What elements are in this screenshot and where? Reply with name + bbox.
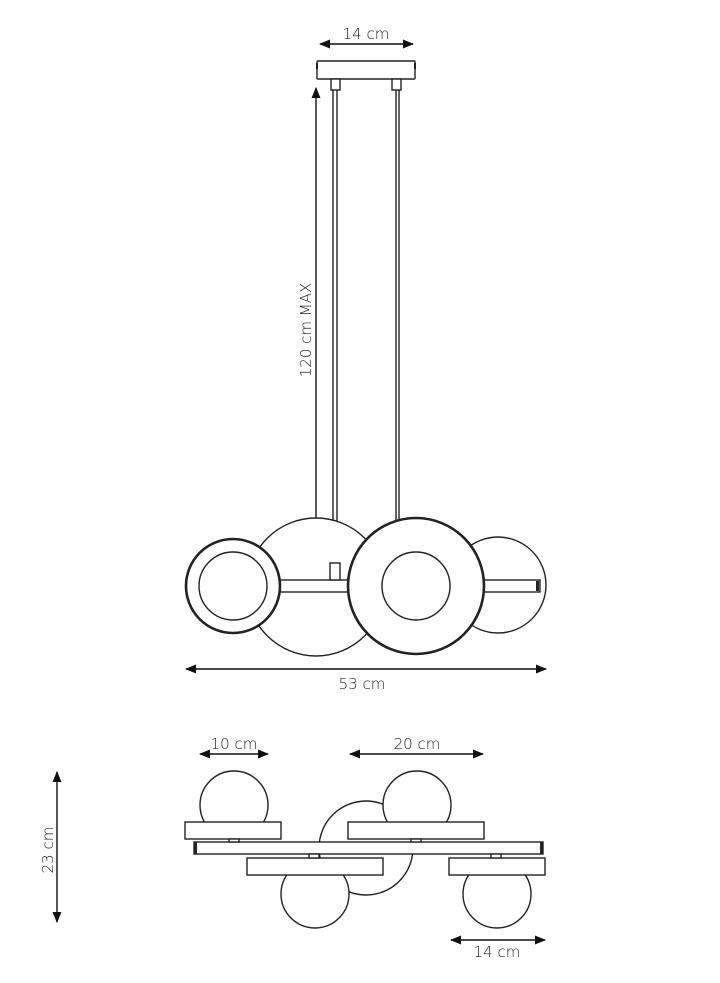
shade-diameter-dimension: 10 cm [198, 735, 270, 759]
shade-right [346, 516, 486, 656]
plate-lower-left [246, 857, 384, 876]
ceiling-canopy [316, 60, 416, 91]
height-label: 23 cm [39, 827, 57, 874]
arm-width-dimension: 14 cm [449, 935, 547, 961]
canopy-width-dimension: 14 cm [318, 25, 415, 49]
side-main-arm [193, 841, 544, 855]
height-dimension: 23 cm [39, 770, 62, 924]
total-width-dimension: 53 cm [184, 664, 548, 693]
canopy-width-label: 14 cm [343, 25, 390, 43]
plate-lower-right [448, 857, 546, 876]
cable-connector [329, 562, 341, 581]
shade-left [184, 537, 282, 635]
total-width-label: 53 cm [339, 675, 386, 693]
suspension-cables [332, 90, 400, 565]
shade-diameter-label: 10 cm [211, 735, 258, 753]
disc-diameter-dimension: 20 cm [348, 735, 485, 759]
suspension-height-dimension: 120 cm MAX [297, 86, 321, 564]
disc-diameter-label: 20 cm [394, 735, 441, 753]
front-view: 14 cm 120 cm MAX [184, 25, 548, 693]
side-view: 10 cm 20 cm 23 cm [39, 735, 547, 961]
arm-width-label: 14 cm [474, 943, 521, 961]
suspension-height-label: 120 cm MAX [297, 283, 315, 378]
plate-upper-left [184, 821, 282, 840]
plate-upper-right [347, 821, 485, 840]
